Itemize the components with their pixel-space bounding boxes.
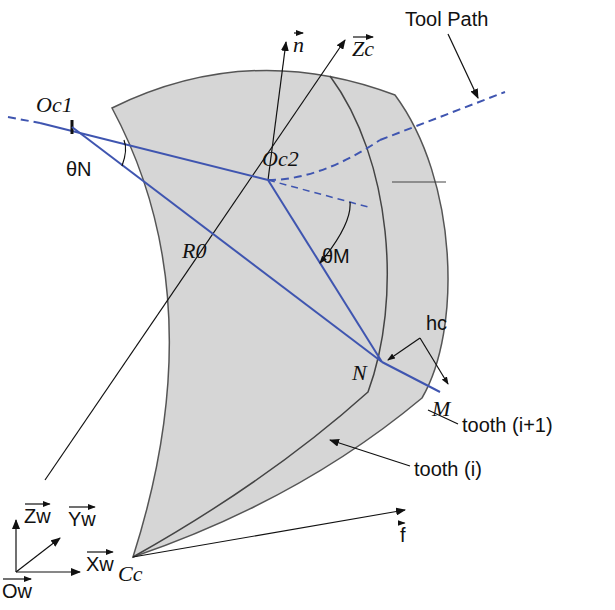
tool-body bbox=[112, 70, 448, 557]
diagram-label: Yw bbox=[68, 508, 96, 530]
diagram-label: Cc bbox=[118, 563, 142, 585]
radius-line bbox=[72, 127, 382, 362]
vector-arrow bbox=[25, 503, 50, 504]
diagram-label: tooth (i+1) bbox=[462, 414, 553, 436]
zw-axis bbox=[15, 520, 16, 572]
hc-leader bbox=[420, 338, 448, 384]
diagram-label: Tool Path bbox=[405, 8, 488, 30]
tooth-leader bbox=[330, 440, 410, 466]
vector-arrow bbox=[87, 551, 113, 552]
diagram-label: Xw bbox=[86, 553, 114, 575]
tool-path bbox=[40, 123, 268, 180]
diagram-label: f bbox=[400, 524, 406, 546]
diagram-label: Oc1 bbox=[36, 94, 73, 116]
diagram-label: N bbox=[352, 362, 367, 384]
xw-axis bbox=[16, 571, 80, 572]
tool-path-dashed bbox=[8, 117, 40, 123]
angle-theta-n bbox=[122, 140, 126, 166]
tool-path-dashed bbox=[380, 92, 505, 140]
diagram-label: M bbox=[432, 398, 450, 420]
diagram-label: R0 bbox=[182, 240, 206, 262]
diagram-label: n bbox=[293, 34, 304, 56]
vector-arrow bbox=[69, 506, 95, 507]
oc2-n-line bbox=[268, 180, 382, 362]
diagram-label: θM bbox=[322, 245, 350, 267]
hc-segment bbox=[382, 362, 440, 392]
diagram-label: Zc bbox=[352, 38, 374, 60]
vector-arrow bbox=[3, 578, 31, 579]
yw-axis bbox=[16, 538, 60, 572]
diagram-label: Oc2 bbox=[262, 148, 299, 170]
diagram-label: tooth (i) bbox=[414, 458, 482, 480]
hc-leader bbox=[388, 338, 420, 360]
feed-vector bbox=[133, 510, 405, 557]
diagram-label: Zw bbox=[24, 505, 51, 527]
zc-axis bbox=[45, 40, 345, 480]
diagram-label: Ow bbox=[2, 580, 32, 602]
diagram-label: hc bbox=[426, 312, 447, 334]
vector-arrow bbox=[401, 522, 405, 523]
tooth-i-edge bbox=[133, 76, 387, 557]
extension-line bbox=[268, 180, 372, 208]
tool-path-leader bbox=[448, 34, 478, 98]
diagram-label: θN bbox=[66, 158, 92, 180]
section-line bbox=[392, 181, 446, 182]
